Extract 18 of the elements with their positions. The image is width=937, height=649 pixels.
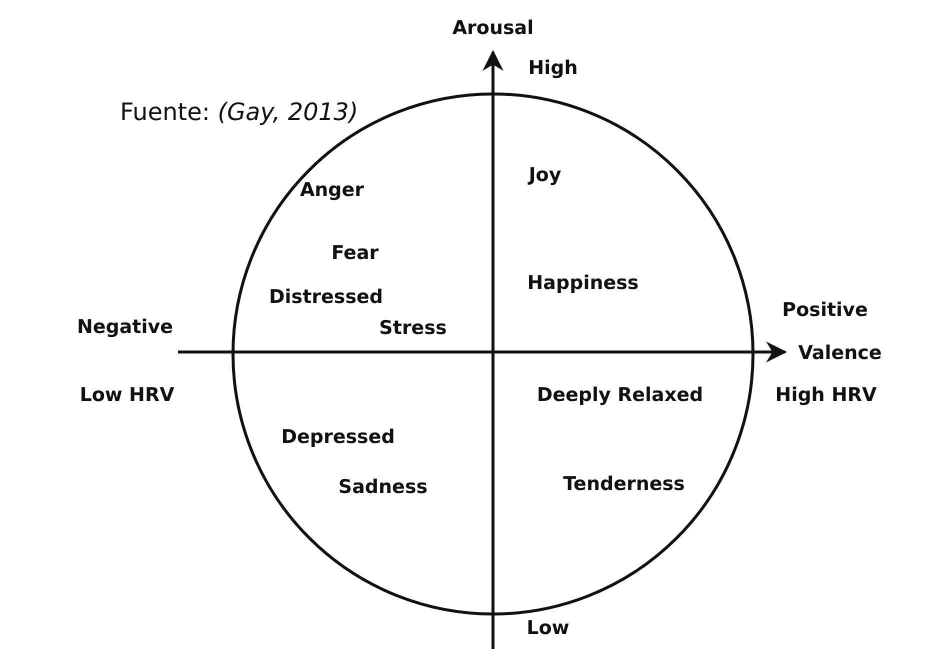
- emotion-label: Fear: [331, 242, 379, 264]
- emotion-label: Stress: [379, 317, 447, 339]
- axis-end-label: High: [528, 57, 578, 79]
- emotion-label: Joy: [528, 164, 562, 186]
- axis-label: Arousal: [452, 17, 534, 39]
- emotion-label: Happiness: [527, 272, 639, 294]
- emotion-label: Deeply Relaxed: [536, 384, 704, 406]
- axis-end-label: High HRV: [775, 384, 877, 406]
- axis-end-label: Low HRV: [80, 384, 174, 406]
- emotion-label: Depressed: [281, 426, 395, 448]
- emotion-label: Anger: [300, 179, 364, 201]
- axis-end-label: Negative: [76, 316, 174, 338]
- axis-end-label: Positive: [782, 299, 868, 321]
- emotion-label: Distressed: [268, 286, 384, 308]
- axis-label: Valence: [798, 342, 882, 364]
- emotion-label: Sadness: [338, 476, 428, 498]
- axis-end-label: Low: [526, 617, 570, 639]
- emotion-label: Tenderness: [563, 473, 685, 495]
